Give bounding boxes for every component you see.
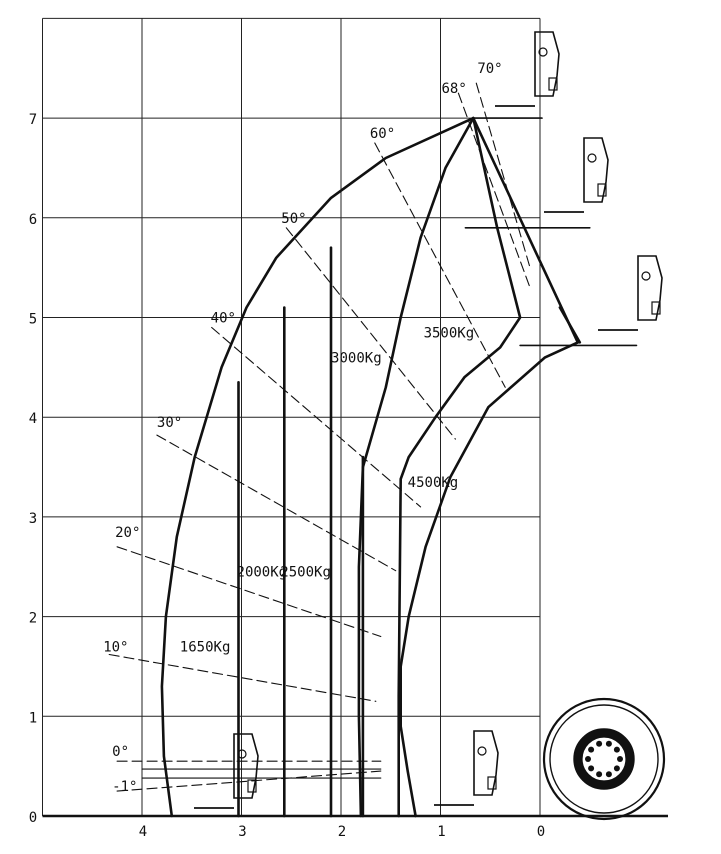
x-tick-label: 4	[139, 824, 147, 840]
carriage-lock	[247, 779, 257, 793]
angle-line	[116, 546, 382, 638]
angle-line	[457, 92, 531, 289]
machine-drawings	[194, 31, 666, 821]
curve-4500kg	[399, 341, 580, 818]
curve-2500kg	[357, 116, 475, 818]
wheel	[542, 697, 666, 821]
y-tick-label: 6	[29, 212, 37, 228]
load-label: 2000Kg	[237, 565, 288, 581]
fork-carriage-70	[495, 31, 560, 107]
angle-label: 10°	[103, 639, 128, 655]
load-label: 4500Kg	[408, 475, 459, 491]
fork-carriage-plate	[637, 255, 663, 321]
wheel-bolt	[596, 740, 603, 747]
x-tick-label: 0	[537, 824, 545, 840]
y-tick-label: 4	[29, 411, 37, 427]
fork-carriage-ground-left	[194, 733, 259, 809]
carriage-pivot	[477, 746, 487, 756]
carriage-pivot	[641, 271, 651, 281]
y-tick-label: 2	[29, 611, 37, 627]
tire-outer	[542, 697, 666, 821]
y-tick-label: 7	[29, 112, 37, 128]
angle-label: 60°	[370, 126, 395, 142]
y-tick-label: 0	[29, 810, 37, 826]
fork-carriage-plate	[534, 31, 560, 97]
angle-label: 40°	[211, 310, 236, 326]
wheel-bolt	[585, 756, 591, 762]
load-curves	[160, 116, 582, 818]
curve-3500kg	[397, 116, 522, 818]
x-tick-label: 3	[238, 824, 246, 840]
grid	[42, 17, 668, 818]
load-label: 2500Kg	[280, 565, 331, 581]
x-tick-label: 1	[437, 824, 445, 840]
wheel-bolt	[613, 746, 620, 753]
angle-label: 20°	[115, 525, 140, 541]
fork-carriage-plate	[583, 137, 609, 203]
angle-lines	[108, 82, 531, 792]
curve-peak-line	[472, 116, 580, 344]
carriage-lock	[487, 776, 497, 790]
envelope-1650kg	[160, 116, 475, 818]
carriage-lock	[597, 183, 607, 197]
y-tick-label: 1	[29, 710, 37, 726]
load-label: 3500Kg	[424, 325, 475, 341]
fork-carriage-plate	[473, 730, 499, 796]
angle-line	[374, 142, 506, 388]
carriage-lock	[548, 77, 558, 91]
angle-label: 50°	[281, 211, 306, 227]
carriage-pivot	[538, 47, 548, 57]
carriage-lock	[651, 301, 661, 315]
angle-line	[156, 434, 397, 572]
angle-line	[108, 653, 377, 702]
tire-inner	[549, 704, 659, 814]
wheel-bolt	[596, 771, 603, 778]
fork-carriage-40	[598, 255, 663, 331]
angle-label: 0°	[112, 744, 129, 760]
angle-label: 70°	[477, 61, 502, 77]
y-tick-label: 5	[29, 312, 37, 328]
chart-labels: 4 3 2 1 0 0 1 2 3 4 5 6 7 70° 68° 60° 50° 40° 30° 20° 10° 0° -…	[29, 61, 545, 840]
load-label: 3000Kg	[331, 350, 382, 366]
wheel-bolt	[617, 756, 623, 762]
angle-line	[475, 82, 531, 269]
carriage-pivot	[587, 153, 597, 163]
fork-carriage-ground-right	[434, 730, 499, 806]
angle-label: 30°	[157, 415, 182, 431]
angle-label: -1°	[112, 779, 137, 795]
angle-line	[211, 326, 422, 508]
wheel-bolt	[605, 740, 612, 747]
angle-label: 68°	[441, 81, 466, 97]
x-tick-label: 2	[338, 824, 346, 840]
wheel-bolt	[613, 765, 620, 772]
fork-carriage-60	[544, 137, 609, 213]
y-tick-label: 3	[29, 511, 37, 527]
fork-carriage-plate	[233, 733, 259, 799]
wheel-bolt	[605, 771, 612, 778]
wheel-bolt	[588, 765, 595, 772]
wheel-bolt	[588, 746, 595, 753]
angle-line	[116, 770, 382, 792]
load-label: 1650Kg	[180, 639, 231, 655]
angle-line	[285, 227, 456, 440]
carriage-pivot	[237, 749, 247, 759]
